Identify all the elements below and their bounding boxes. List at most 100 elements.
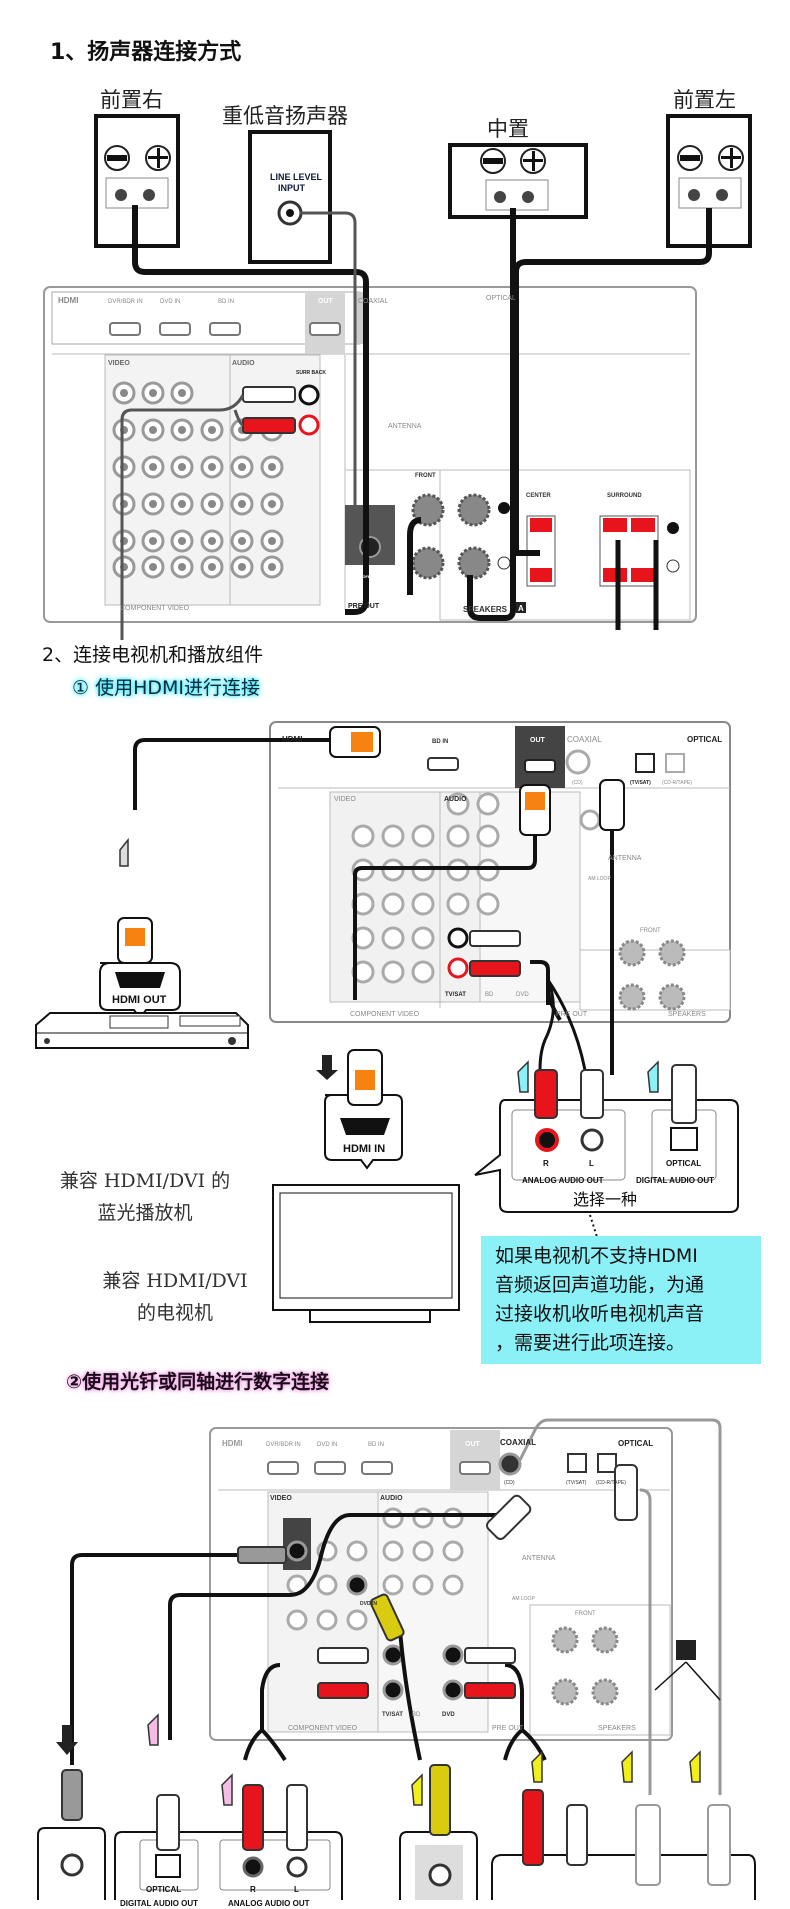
video-plug-grey bbox=[237, 1546, 287, 1564]
r1-speakers: SPEAKERS bbox=[463, 605, 508, 614]
input-label: INPUT bbox=[278, 183, 306, 193]
rca-plug-white-3 bbox=[317, 1647, 369, 1664]
s3-analog-label: ANALOG AUDIO OUT bbox=[228, 1899, 310, 1908]
device-video-out bbox=[37, 1769, 106, 1900]
front-speaker-terminals bbox=[411, 493, 511, 580]
optical-cable-grey bbox=[639, 1488, 652, 1795]
r3-antenna: ANTENNA bbox=[522, 1555, 556, 1562]
r3-hdmi-out: OUT bbox=[465, 1441, 481, 1448]
r1-surr-back: SURR BACK bbox=[296, 370, 326, 376]
section3-subtitle: ②使用光钎或同轴进行数字连接 bbox=[66, 1371, 330, 1393]
subwoofer-cable bbox=[300, 211, 357, 505]
r2-video: VIDEO bbox=[334, 796, 356, 803]
cables-3 bbox=[70, 1513, 547, 1765]
r2-audio: AUDIO bbox=[444, 796, 467, 803]
section1-title: 1、扬声器连接方式 bbox=[50, 40, 242, 65]
choose-one-label: 选择一种 bbox=[573, 1191, 637, 1209]
front-right-label: 前置右 bbox=[100, 88, 163, 112]
r2-optical-port-1: (TV/SAT) bbox=[630, 780, 651, 786]
arrow-down-icon bbox=[56, 1725, 78, 1755]
info-line: 如果电视机不支持HDMI bbox=[495, 1245, 698, 1267]
optical-label: OPTICAL bbox=[666, 1159, 701, 1168]
section2-subtitle: ① 使用HDMI进行连接 bbox=[72, 677, 260, 699]
line-level-label: LINE LEVEL bbox=[270, 172, 323, 182]
r1-center: CENTER bbox=[526, 493, 551, 499]
hdmi-in-label: HDMI IN bbox=[343, 1143, 385, 1155]
hdmi-plug-receiver-out bbox=[519, 784, 551, 836]
info-box: 如果电视机不支持HDMI 音频返回声道功能，为通 过接收机收听电视机声音 ，需要… bbox=[481, 1236, 761, 1364]
hdmi-cables-2 bbox=[133, 738, 614, 1075]
device-yellow-video bbox=[399, 1764, 478, 1900]
hdmi-out-label: HDMI OUT bbox=[112, 994, 167, 1006]
r3-dvd-in: DVD IN bbox=[360, 1601, 377, 1607]
center-label: 中置 bbox=[487, 117, 529, 141]
r3-tvsat: TV/SAT bbox=[382, 1712, 403, 1718]
arrow-up-icon bbox=[621, 1750, 633, 1783]
r3-video: VIDEO bbox=[270, 1495, 292, 1502]
r2-speakers: SPEAKERS bbox=[668, 1011, 706, 1018]
center-speaker bbox=[448, 143, 588, 219]
device-audio-out bbox=[114, 1784, 343, 1900]
rca-jack-grid-2 bbox=[351, 792, 686, 1011]
r2-bd-in: BD IN bbox=[432, 739, 448, 745]
speaker-connection-diagram: LINE LEVEL INPUT bbox=[43, 114, 752, 640]
hdmi-connection-diagram: HDMI BD IN OUT COAXIAL (CD) OPTICAL (TV/… bbox=[35, 721, 739, 1323]
info-line: 过接收机收听电视机声音 bbox=[495, 1303, 705, 1325]
r3-pre-out: PRE OUT bbox=[492, 1725, 524, 1732]
speaker-cables-1 bbox=[132, 205, 712, 630]
tv-hdmi-in-bubble bbox=[324, 1049, 403, 1170]
r1-pre-out: PRE OUT bbox=[348, 603, 380, 610]
r2-dvd: DVD bbox=[516, 992, 529, 998]
r2-am-loop: AM LOOP bbox=[588, 876, 611, 882]
rca-plug-red-3b bbox=[464, 1682, 516, 1699]
r3-hdmi-in-3: BD IN bbox=[368, 1442, 384, 1448]
tv-label: 兼容 HDMI/DVI 的电视机 bbox=[85, 1265, 265, 1329]
bluray-player-label: 兼容 HDMI/DVI 的 蓝光播放机 bbox=[40, 1165, 250, 1229]
pre-out-cable bbox=[120, 394, 245, 640]
r1-speakers-badge-bg bbox=[516, 602, 526, 613]
r1-hdmi-in-1: DVR/BDR IN bbox=[108, 299, 143, 305]
s3-optical-label: OPTICAL bbox=[146, 1885, 181, 1894]
r1-hdmi: HDMI bbox=[58, 296, 78, 305]
r1-front: FRONT bbox=[415, 473, 436, 479]
r1-surround: SURROUND bbox=[607, 493, 642, 499]
arrow-up-icon bbox=[411, 1773, 423, 1806]
rca-plug-yellow-3 bbox=[369, 1593, 405, 1642]
rca-plug-red-3 bbox=[317, 1682, 369, 1699]
subwoofer-speaker bbox=[248, 130, 332, 264]
digital-audio-out-label: DIGITAL AUDIO OUT bbox=[636, 1176, 714, 1185]
r2-hdmi: HDMI bbox=[282, 735, 302, 744]
r1-hdmi-out: OUT bbox=[318, 298, 334, 305]
info-line: 音频返回声道功能，为通 bbox=[495, 1274, 705, 1296]
info-line: ，需要进行此项连接。 bbox=[495, 1332, 686, 1354]
r2-optical-port-2: (CD-R/TAPE) bbox=[662, 780, 692, 786]
r2-tvsat: TV/SAT bbox=[445, 992, 466, 998]
r1-antenna: ANTENNA bbox=[388, 423, 422, 430]
r2-optical: OPTICAL bbox=[687, 735, 722, 744]
r3-optical: OPTICAL bbox=[618, 1439, 653, 1448]
surround-speaker-terminals bbox=[599, 515, 680, 587]
r1-optical: OPTICAL bbox=[486, 295, 516, 302]
r1-coaxial: COAXIAL bbox=[358, 298, 388, 305]
r2-coaxial-port: (CD) bbox=[572, 780, 583, 786]
r2-coaxial: COAXIAL bbox=[567, 735, 602, 744]
arrow-up-icon bbox=[689, 1750, 701, 1783]
optical-plug-3 bbox=[486, 1494, 532, 1540]
bluray-hdmi-out-bubble bbox=[99, 917, 181, 1020]
r1-video: VIDEO bbox=[108, 360, 130, 367]
bluray-label-line1: 兼容 HDMI/DVI 的 bbox=[59, 1170, 231, 1192]
tv-label-line2: 的电视机 bbox=[136, 1302, 213, 1324]
r3-hdmi: HDMI bbox=[222, 1439, 242, 1448]
s3-l-label: L bbox=[294, 1885, 299, 1894]
subwoofer-label: 重低音扬声器 bbox=[222, 104, 348, 128]
rca-plugs-receiver-2 bbox=[469, 930, 521, 977]
arrow-up-icon bbox=[647, 1060, 659, 1093]
arrow-up-icon bbox=[517, 1060, 529, 1093]
r1-subwoofer: SUBWOOFER bbox=[347, 574, 374, 579]
hdmi-plug-receiver-in bbox=[329, 726, 381, 758]
bluray-player bbox=[35, 1012, 249, 1049]
r2-pre-out: PRE OUT bbox=[556, 1011, 588, 1018]
r3-hdmi-in-1: DVR/BDR IN bbox=[266, 1442, 301, 1448]
s3-r-label: R bbox=[250, 1885, 256, 1894]
arrow-up-icon bbox=[119, 837, 129, 867]
